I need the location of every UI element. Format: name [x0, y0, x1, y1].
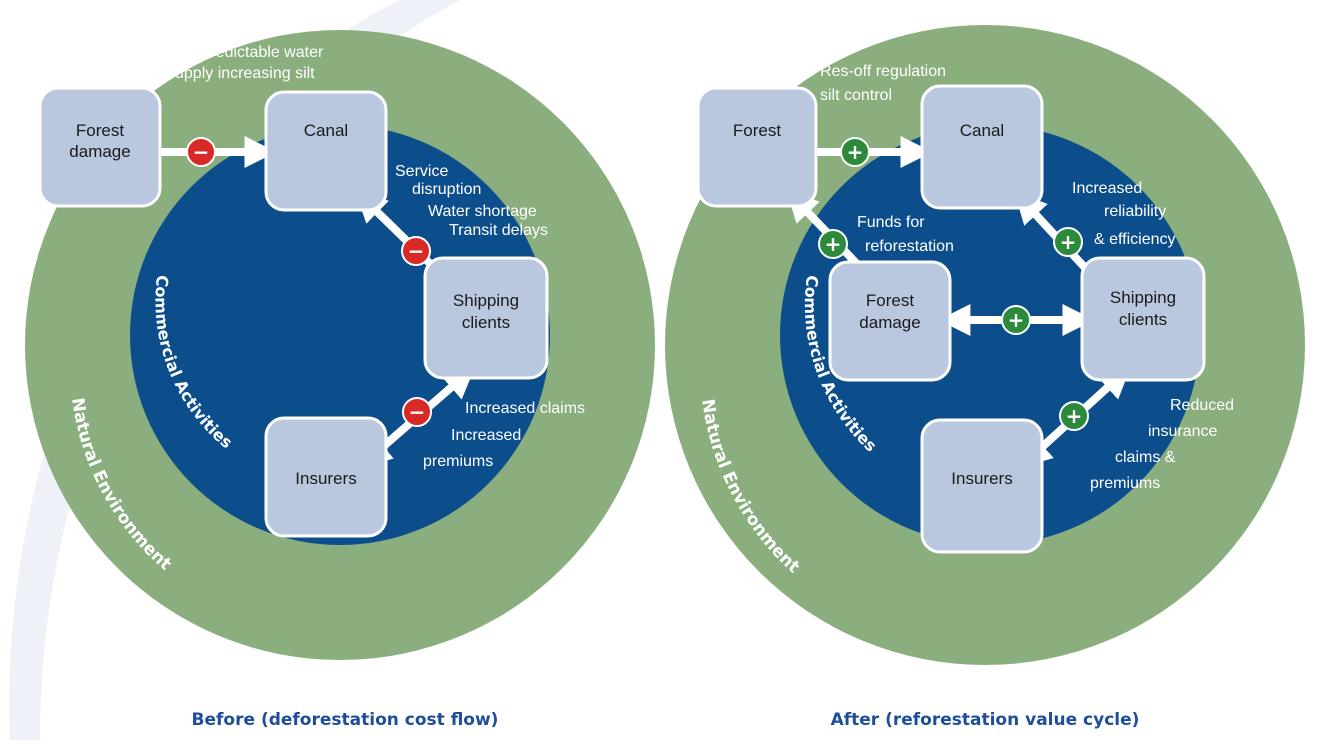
note-water-supply: Unpredictable water supply increasing si…	[167, 44, 324, 82]
svg-text:Increased: Increased	[1072, 180, 1142, 197]
note-funds: Funds for reforestation	[857, 214, 954, 255]
node-shipping-clients: Shipping clients	[1080, 256, 1206, 382]
plus-circle-icon: +	[1053, 227, 1083, 257]
node-canal: Canal	[264, 90, 388, 212]
plus-circle-icon: +	[818, 229, 848, 259]
svg-text:insurance: insurance	[1148, 423, 1217, 440]
node-forest-damage: Forest damage	[38, 86, 162, 208]
svg-text:clients: clients	[1119, 310, 1167, 329]
svg-text:damage: damage	[69, 142, 130, 161]
svg-text:clients: clients	[462, 313, 510, 332]
before-caption: Before (deforestation cost flow)	[192, 710, 499, 730]
node-forest: Forest	[696, 86, 818, 208]
svg-text:+: +	[1008, 308, 1025, 332]
svg-text:damage: damage	[859, 313, 920, 332]
svg-text:+: +	[1066, 404, 1083, 428]
svg-text:Transit delays: Transit delays	[449, 222, 548, 239]
svg-text:Increased: Increased	[451, 427, 521, 444]
svg-text:Forest: Forest	[76, 121, 124, 140]
plus-circle-icon: +	[1001, 305, 1031, 335]
node-insurers: Insurers	[264, 416, 388, 538]
svg-text:Canal: Canal	[960, 121, 1004, 140]
svg-text:+: +	[847, 140, 864, 164]
svg-text:Forest: Forest	[733, 121, 781, 140]
plus-circle-icon: +	[1059, 401, 1089, 431]
svg-text:Canal: Canal	[304, 121, 348, 140]
node-shipping-clients: Shipping clients	[423, 256, 549, 380]
minus-circle-icon: −	[186, 137, 216, 167]
svg-text:supply increasing silt: supply increasing silt	[167, 65, 315, 82]
svg-text:Reduced: Reduced	[1170, 397, 1234, 414]
svg-text:Shipping: Shipping	[1110, 288, 1176, 307]
svg-text:Funds for: Funds for	[857, 214, 925, 231]
svg-text:Unpredictable water: Unpredictable water	[181, 44, 324, 61]
svg-text:Increased claims: Increased claims	[465, 400, 585, 417]
svg-text:& efficiency: & efficiency	[1094, 231, 1176, 248]
after-caption: After (reforestation value cycle)	[831, 710, 1140, 730]
svg-text:Res-off regulation: Res-off regulation	[820, 63, 946, 80]
svg-text:+: +	[1060, 230, 1077, 254]
svg-text:+: +	[825, 232, 842, 256]
svg-text:Insurers: Insurers	[951, 469, 1012, 488]
node-forest-damage: Forest damage	[828, 260, 952, 382]
note-reduced: Reduced insurance claims & premiums	[1090, 397, 1234, 492]
note-reliability: Increased reliability & efficiency	[1072, 180, 1176, 248]
minus-circle-icon: −	[402, 397, 432, 427]
svg-text:claims &: claims &	[1115, 449, 1176, 466]
svg-text:reforestation: reforestation	[865, 238, 954, 255]
svg-text:premiums: premiums	[1090, 475, 1160, 492]
after-diagram: Natural Environment Commercial Activitie…	[665, 25, 1305, 730]
before-diagram: Natural Environment Commercial Activitie…	[25, 30, 655, 730]
note-service-disruption: Service disruption Water shortage Transi…	[395, 163, 548, 239]
svg-text:−: −	[408, 239, 425, 263]
svg-text:reliability: reliability	[1104, 203, 1166, 220]
svg-text:−: −	[193, 140, 210, 164]
plus-circle-icon: +	[840, 137, 870, 167]
svg-text:−: −	[409, 400, 426, 424]
svg-text:premiums: premiums	[423, 453, 493, 470]
svg-text:Shipping: Shipping	[453, 291, 519, 310]
svg-text:disruption: disruption	[412, 181, 481, 198]
node-canal: Canal	[920, 84, 1044, 210]
svg-text:Service: Service	[395, 163, 448, 180]
svg-text:silt control: silt control	[820, 87, 892, 104]
svg-text:Water shortage: Water shortage	[428, 203, 537, 220]
svg-text:Forest: Forest	[866, 291, 914, 310]
note-regulation: Res-off regulation silt control	[820, 63, 946, 104]
note-claims: Increased claims Increased premiums	[423, 400, 585, 470]
node-insurers: Insurers	[920, 418, 1044, 554]
svg-text:Insurers: Insurers	[295, 469, 356, 488]
minus-circle-icon: −	[401, 236, 431, 266]
